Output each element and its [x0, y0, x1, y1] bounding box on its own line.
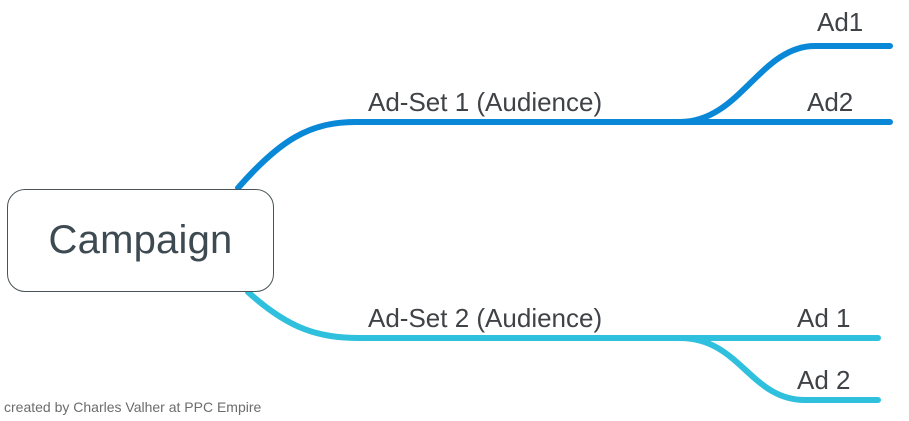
connector-adset-2-to-ad-2 [677, 335, 881, 403]
connector-campaign-to-adset-2 [245, 289, 683, 341]
campaign-node: Campaign [7, 189, 274, 292]
credit-text: created by Charles Valher at PPC Empire [4, 399, 262, 415]
adset-1-label: Ad-Set 1 (Audience) [368, 87, 603, 117]
ad-2-label: Ad 2 [797, 365, 851, 395]
ad1-label: Ad1 [817, 7, 864, 37]
connector-campaign-to-adset-1 [235, 119, 683, 191]
connector-adset-1-to-ad1 [677, 43, 893, 125]
campaign-label: Campaign [48, 218, 233, 262]
ad2-label: Ad2 [807, 87, 854, 117]
adset-2-label: Ad-Set 2 (Audience) [368, 303, 603, 333]
ad-1-label: Ad 1 [797, 303, 851, 333]
